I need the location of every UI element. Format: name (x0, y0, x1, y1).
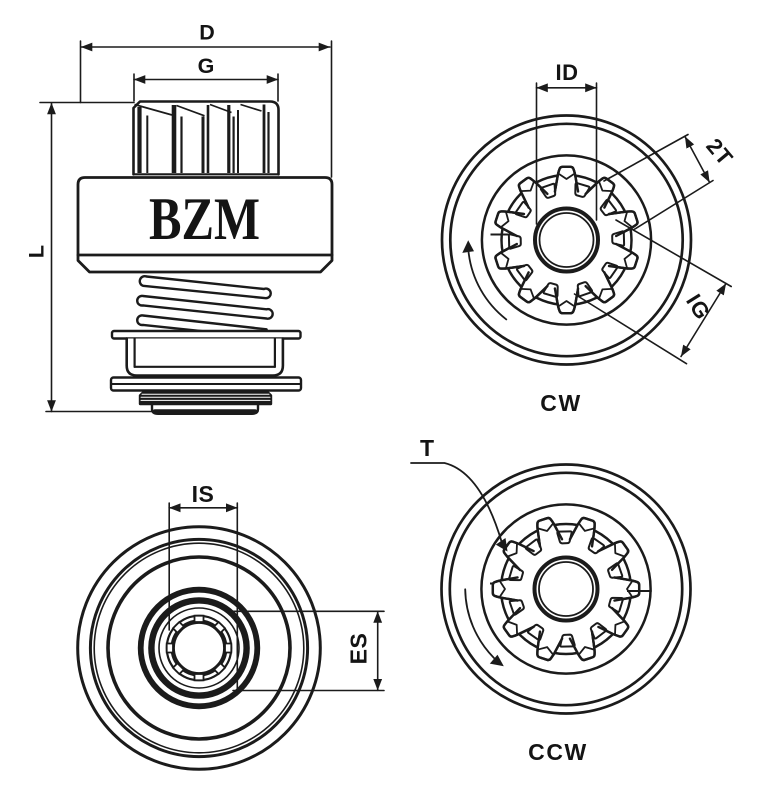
svg-text:ID: ID (556, 60, 579, 85)
svg-text:IS: IS (192, 481, 215, 507)
svg-text:T: T (420, 435, 434, 461)
svg-text:L: L (25, 245, 49, 258)
svg-text:BZM: BZM (149, 186, 260, 252)
svg-text:CW: CW (540, 390, 582, 416)
svg-text:ES: ES (346, 633, 372, 665)
svg-text:G: G (198, 54, 215, 78)
svg-text:CCW: CCW (528, 739, 588, 765)
svg-text:D: D (199, 21, 215, 45)
